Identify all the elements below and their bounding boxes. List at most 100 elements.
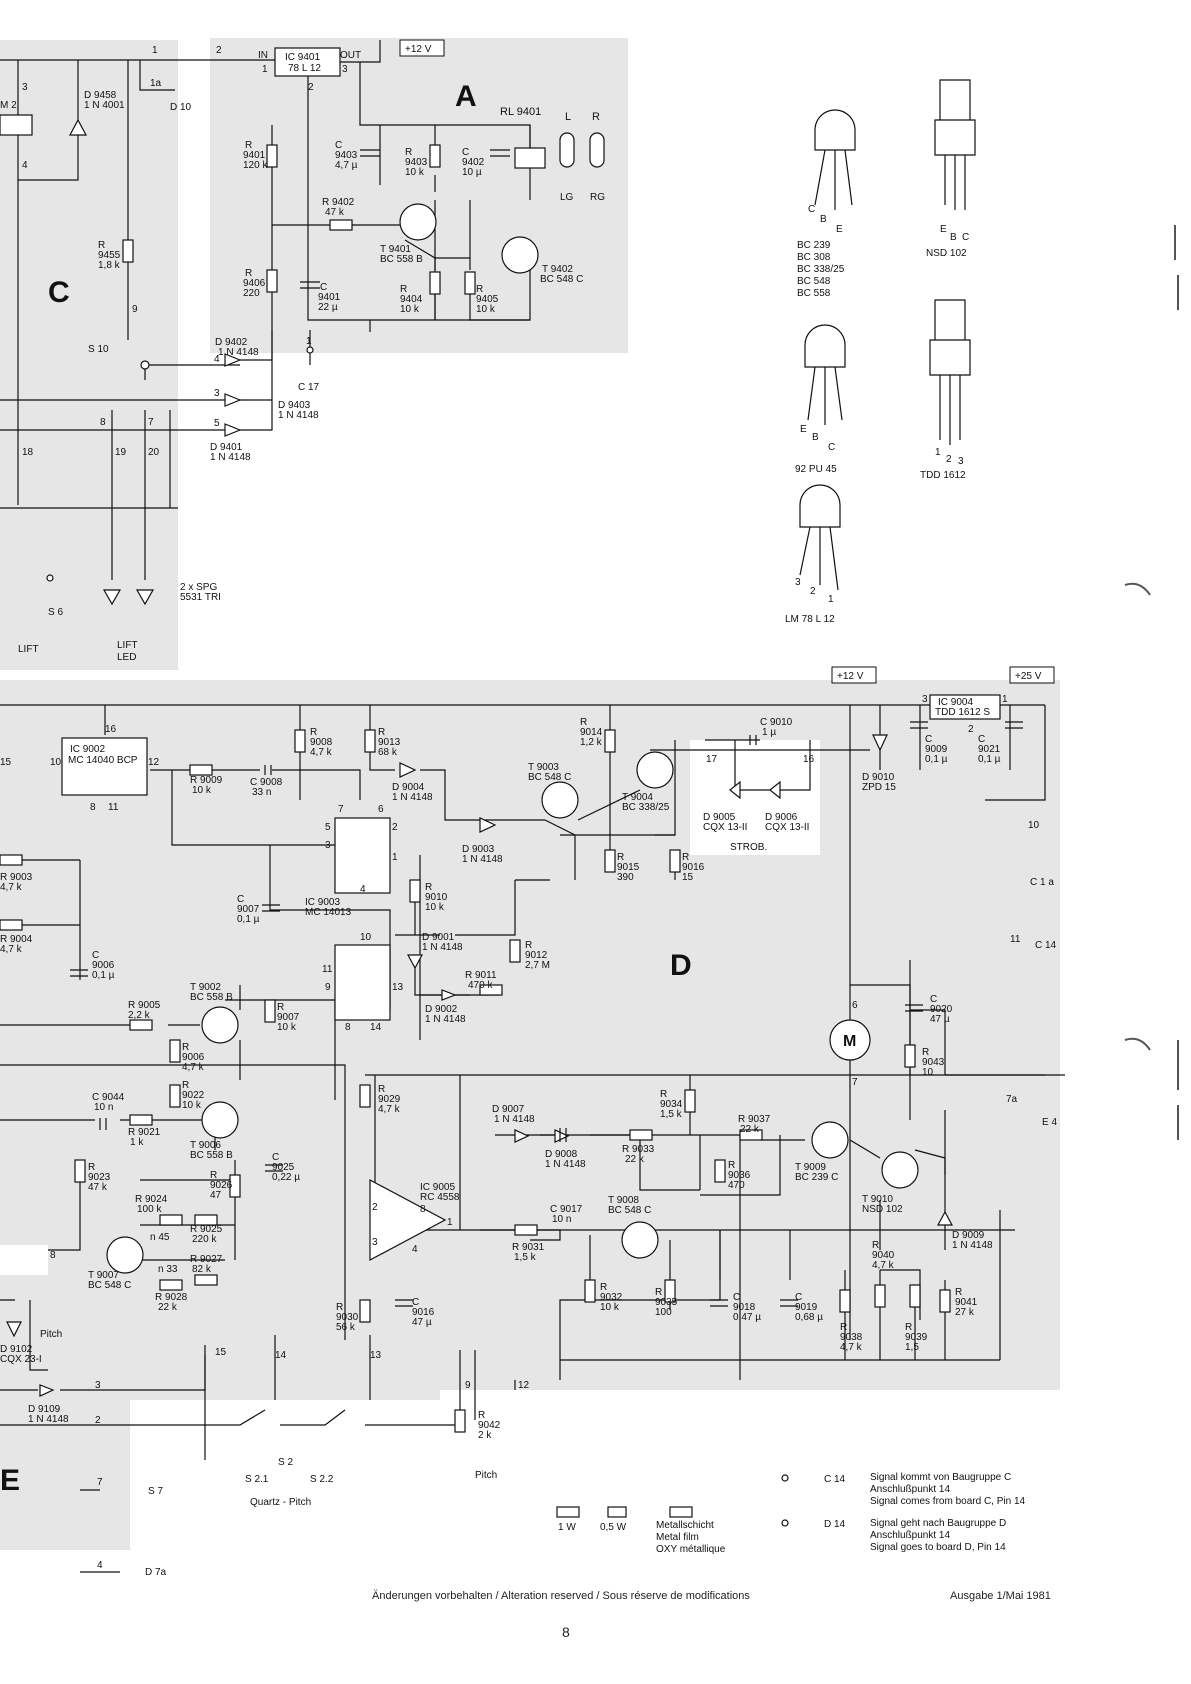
- pkg4-part: TDD 1612: [920, 470, 966, 481]
- label-c9044-a: C 9044: [92, 1092, 125, 1103]
- pin-d-6c: 6: [852, 1000, 858, 1011]
- label-d9403-a: D 9403: [278, 400, 311, 411]
- label-d7a: D 7a: [145, 1567, 167, 1578]
- label-r9034-b: 9034: [660, 1099, 683, 1110]
- label-c9025-a: C: [272, 1152, 279, 1163]
- label-d9005-a: D 9005: [703, 812, 736, 823]
- label-r9024-a: R 9024: [135, 1194, 168, 1205]
- label-r9026-a: R: [210, 1170, 217, 1181]
- label-d9007-a: D 9007: [492, 1104, 525, 1115]
- pkg4-pin-1: 1: [935, 447, 941, 458]
- section-label-a: A: [455, 80, 477, 113]
- section-label-e: E: [0, 1464, 20, 1497]
- pin-d-7c: 7: [852, 1077, 858, 1088]
- label-s2: S 2: [278, 1457, 293, 1468]
- resistor-r9025: [194, 1214, 218, 1226]
- label-d9458-a: D 9458: [84, 90, 117, 101]
- pin-d-12: 12: [148, 757, 160, 768]
- pin-e-4: 4: [97, 1560, 103, 1571]
- pin-d-9: 9: [325, 982, 331, 993]
- package-labels: C B E BC 239 BC 308 BC 338/25 BC 548 BC …: [785, 204, 969, 625]
- label-d9010-a: D 9010: [862, 772, 895, 783]
- pin-d-5: 5: [325, 822, 331, 833]
- label-r9033-b: 22 k: [625, 1154, 645, 1165]
- board-a-labels: IN OUT IC 9401 78 L 12 +12 V RL 9401 L R…: [243, 39, 605, 393]
- resistor-r9006: [169, 1039, 181, 1063]
- legend-film-de: Metallschicht: [656, 1520, 714, 1531]
- pin-e-9: 9: [465, 1380, 471, 1391]
- resistor-r9029: [359, 1084, 371, 1108]
- legend-c14-text-de: Signal kommt von Baugruppe C: [870, 1472, 1011, 1483]
- transistor-t9402: [501, 236, 539, 274]
- package-to92-1: [814, 109, 856, 151]
- label-t9008-a: T 9008: [608, 1195, 639, 1206]
- label-r9023-a: R: [88, 1162, 95, 1173]
- transistor-t9003: [541, 781, 579, 819]
- label-t9003-a: T 9003: [528, 762, 559, 773]
- label-d9006-a: D 9006: [765, 812, 798, 823]
- pkg5-part: LM 78 L 12: [785, 614, 835, 625]
- label-r9042-b: 9042: [478, 1420, 501, 1431]
- pin-e-7: 7: [97, 1477, 103, 1488]
- resistor-r9014: [604, 729, 616, 753]
- label-c9018-c: 0,47 µ: [733, 1312, 761, 1323]
- pin-c-5: 5: [214, 418, 220, 429]
- led-d9102: [6, 1321, 22, 1338]
- label-r9041-c: 27 k: [955, 1307, 975, 1318]
- label-c9021-c: 0,1 µ: [978, 754, 1001, 765]
- label-c9010-a: C 9010: [760, 717, 793, 728]
- label-r9402-b: 47 k: [325, 207, 345, 218]
- section-label-d: D: [670, 949, 692, 982]
- label-ic9003-b: MC 14013: [305, 907, 352, 918]
- label-r9009-b: 10 k: [192, 785, 212, 796]
- label-c9006-b: 9006: [92, 960, 115, 971]
- ic9401-type: 78 L 12: [288, 63, 321, 74]
- label-n33: n 33: [158, 1264, 178, 1275]
- label-c9020-b: 9020: [930, 1004, 953, 1015]
- diode-d9402: [224, 353, 242, 367]
- label-r9036-a: R: [728, 1160, 735, 1171]
- label-r9022-c: 10 k: [182, 1100, 202, 1111]
- pin-d-4d: 4: [412, 1244, 418, 1255]
- board-a-components: [266, 132, 605, 354]
- resistor-r9041: [939, 1289, 951, 1313]
- label-r9007-b: 9007: [277, 1012, 300, 1023]
- ic9004: [929, 694, 1001, 720]
- label-r9024-b: 100 k: [137, 1204, 162, 1215]
- label-r9009-a: R 9009: [190, 775, 223, 786]
- pin-d-8: 8: [90, 802, 96, 813]
- label-r9028-b: 22 k: [158, 1302, 178, 1313]
- label-r9005-b: 2,2 k: [128, 1010, 151, 1021]
- resistor-r9027: [194, 1274, 218, 1286]
- pin-c-20: 20: [148, 447, 160, 458]
- legend: 1 W 0,5 W Metallschicht Metal film OXY m…: [558, 1472, 1026, 1555]
- pkg2-pin-e: E: [940, 224, 947, 235]
- label-r9008-b: 9008: [310, 737, 333, 748]
- legend-d14-text-pin: Anschlußpunkt 14: [870, 1530, 950, 1541]
- label-r9406-a: R: [245, 268, 252, 279]
- label-r9035-b: 9035: [655, 1297, 678, 1308]
- label-r9033-a: R 9033: [622, 1144, 655, 1155]
- label-t9010-a: T 9010: [862, 1194, 893, 1205]
- relay-m2: [0, 114, 33, 136]
- pkg4-pin-2: 2: [946, 454, 952, 465]
- label-c9021-b: 9021: [978, 744, 1001, 755]
- board-c-background: [0, 40, 178, 670]
- board-a-background: [210, 38, 628, 353]
- resistor-r9036: [714, 1159, 726, 1183]
- pin-c-2: 2: [216, 45, 222, 56]
- board-c-labels: D 9458 1 N 4001 D 10 M 2 R 9455 1,8 k S …: [0, 45, 319, 663]
- transistor-t9010: [881, 1151, 919, 1189]
- pin-c-3: 3: [22, 82, 28, 93]
- label-r9038-c: 4,7 k: [840, 1342, 863, 1353]
- contact-lg-label: LG: [560, 192, 574, 203]
- supply-box-d-12: [831, 666, 877, 684]
- label-d9102-a: D 9102: [0, 1344, 33, 1355]
- resistor-r9015: [604, 849, 616, 873]
- label-r9039-a: R: [905, 1322, 912, 1333]
- board-e-components: [6, 1321, 789, 1527]
- label-r9032-b: 9032: [600, 1292, 623, 1303]
- pin-d-14: 14: [370, 1022, 382, 1033]
- label-d9003-b: 1 N 4148: [462, 854, 503, 865]
- pin-d-7a: 7a: [1006, 1094, 1018, 1105]
